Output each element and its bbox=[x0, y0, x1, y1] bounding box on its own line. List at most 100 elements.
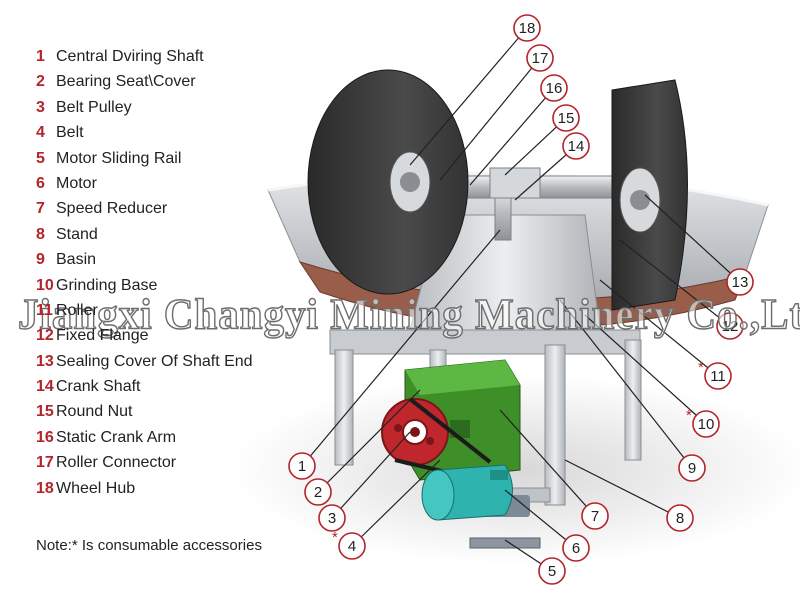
callout-12: 12 bbox=[619, 239, 744, 340]
callout-number: 9 bbox=[688, 460, 696, 477]
callout-circle bbox=[513, 14, 541, 42]
legend-item-number: 15 bbox=[36, 403, 54, 421]
callout-circle bbox=[562, 132, 590, 160]
legend-item: 8 Stand bbox=[36, 222, 336, 247]
legend-item-number: 4 bbox=[36, 124, 45, 142]
callout-number: 17 bbox=[532, 50, 549, 67]
watermark: Jiangxi Changyi Mining Machinery Co.,Ltd bbox=[17, 289, 800, 339]
legend-item-number: 7 bbox=[36, 200, 45, 218]
legend-item-label: Static Crank Arm bbox=[56, 428, 177, 446]
callout-circle bbox=[666, 504, 694, 532]
leader-line bbox=[331, 431, 411, 519]
callout-number: 3 bbox=[328, 510, 336, 527]
callout-circle bbox=[538, 557, 566, 585]
callout-number: 14 bbox=[568, 138, 585, 155]
legend-item-label: Basin bbox=[56, 251, 97, 269]
callout-number: 7 bbox=[591, 508, 599, 525]
leader-line bbox=[559, 299, 693, 469]
legend-item-label: Belt Pulley bbox=[56, 98, 132, 116]
callout-7: 7 bbox=[499, 409, 609, 530]
callout-circle bbox=[288, 452, 316, 480]
leader-line bbox=[504, 489, 577, 549]
roller-left bbox=[307, 69, 469, 295]
callout-10: 10 * bbox=[584, 314, 720, 438]
callout-circle bbox=[318, 504, 346, 532]
callout-circle bbox=[704, 362, 732, 390]
callout-circle bbox=[552, 104, 580, 132]
consumable-note: Note:* Is consumable accessories bbox=[36, 537, 262, 554]
legend-item-number: 6 bbox=[36, 174, 45, 192]
callout-18: 18 bbox=[409, 14, 541, 166]
callout-number: 16 bbox=[546, 80, 563, 97]
callout-number: 11 bbox=[710, 368, 726, 385]
legend-item-number: 11 bbox=[36, 301, 53, 319]
callout-circle bbox=[338, 532, 366, 560]
callout-number: 10 bbox=[698, 416, 715, 433]
callout-circle bbox=[581, 502, 609, 530]
callout-circle bbox=[678, 454, 706, 482]
legend-item-label: Crank Shaft bbox=[56, 378, 141, 396]
legend-item-label: Fixed Flange bbox=[56, 327, 149, 345]
leader-line bbox=[409, 27, 528, 166]
callout-4: 4* bbox=[332, 459, 441, 560]
legend-item: 6 Motor bbox=[36, 171, 336, 196]
static-crank-arm bbox=[489, 167, 541, 199]
leader-line bbox=[584, 314, 707, 425]
legend-item-label: Motor bbox=[56, 174, 97, 192]
callout-6: 6 bbox=[504, 489, 590, 562]
central-cone bbox=[409, 214, 601, 331]
legend-item-label: Speed Reducer bbox=[56, 200, 168, 218]
legend-item-number: 12 bbox=[36, 327, 54, 345]
leader-line bbox=[439, 57, 541, 181]
consumable-star: * bbox=[698, 359, 704, 376]
legend-item-number: 9 bbox=[36, 251, 45, 269]
legend-item-number: 14 bbox=[36, 378, 54, 396]
leader-line bbox=[644, 194, 741, 283]
callout-number: 1 bbox=[298, 458, 306, 475]
callout-number: 4 bbox=[348, 538, 356, 555]
legend-item-number: 8 bbox=[36, 225, 45, 243]
legend-item-label: Stand bbox=[56, 225, 98, 243]
callout-number: 18 bbox=[519, 20, 536, 37]
legend-item: 9 Basin bbox=[36, 247, 336, 272]
callout-circle bbox=[526, 44, 554, 72]
leader-line bbox=[619, 239, 731, 327]
legend-item-label: Grinding Base bbox=[56, 276, 158, 294]
callout-circle bbox=[304, 478, 332, 506]
motor-sliding-rail bbox=[469, 537, 541, 549]
callout-15: 15 bbox=[504, 104, 580, 176]
leader-line bbox=[301, 229, 501, 467]
callout-16: 16 bbox=[469, 74, 568, 186]
legend-item: 7 Speed Reducer bbox=[36, 196, 336, 221]
legend-item-number: 3 bbox=[36, 98, 45, 116]
callout-11: 11 * bbox=[599, 279, 732, 390]
legend-item-label: Wheel Hub bbox=[56, 479, 136, 497]
callout-circle bbox=[692, 410, 720, 438]
leader-line bbox=[499, 409, 596, 517]
leader-line bbox=[469, 87, 555, 186]
legend-item-label: Central Dviring Shaft bbox=[56, 48, 204, 65]
callout-2: 2 bbox=[304, 389, 421, 506]
motor bbox=[421, 464, 530, 521]
roller-right bbox=[611, 79, 688, 311]
callout-5: 5 bbox=[504, 539, 566, 585]
legend-item: 3 Belt Pulley bbox=[36, 95, 336, 120]
legend-item-number: 13 bbox=[36, 352, 54, 370]
callout-circle bbox=[540, 74, 568, 102]
leader-line bbox=[504, 117, 567, 176]
callout-number: 15 bbox=[558, 110, 575, 127]
legend-item-label: Bearing Seat\Cover bbox=[56, 73, 196, 91]
legend-item-label: Sealing Cover Of Shaft End bbox=[56, 352, 253, 370]
callout-number: 2 bbox=[314, 484, 322, 501]
